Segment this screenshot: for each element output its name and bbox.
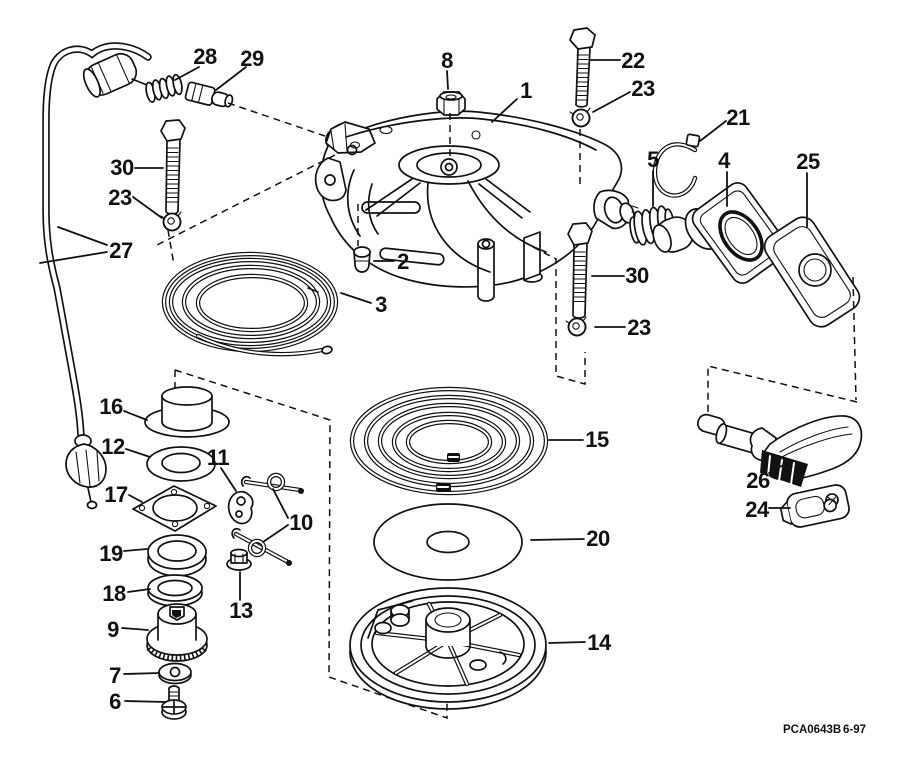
assembly-dashed-lines xyxy=(154,102,858,720)
callout-26: 26 xyxy=(746,468,770,493)
part-eclip-23-upper-right xyxy=(569,107,591,128)
part-friction-disc-20 xyxy=(373,503,523,581)
callout-13: 13 xyxy=(229,598,253,623)
part-hook-clip-21 xyxy=(652,133,701,198)
part-bolt-30-right xyxy=(567,222,593,319)
part-starter-handle-26 xyxy=(697,413,863,487)
callout-27: 27 xyxy=(109,238,133,263)
callout-21: 21 xyxy=(726,105,750,130)
part-nut-8 xyxy=(436,91,466,116)
part-plate-17 xyxy=(132,485,217,532)
part-hub-9 xyxy=(146,603,208,662)
part-pulley-14 xyxy=(349,587,547,710)
callout-8: 8 xyxy=(441,48,453,73)
callout-15: 15 xyxy=(585,427,609,452)
callout-11: 11 xyxy=(207,445,230,470)
part-ring-18 xyxy=(147,574,203,607)
part-eclip-23-left xyxy=(160,211,182,232)
callout-9: 9 xyxy=(107,617,119,642)
callout-4: 4 xyxy=(718,148,731,173)
diagram-code: PCA0643B xyxy=(783,724,841,736)
callout-17: 17 xyxy=(104,482,128,507)
part-screw-6 xyxy=(161,685,187,720)
part-bolt-22 xyxy=(569,27,596,108)
part-springs-10 xyxy=(231,472,304,566)
part-rope-anchor-24 xyxy=(779,484,850,528)
callout-16: 16 xyxy=(99,394,123,419)
part-ring-19 xyxy=(147,534,207,577)
callout-23-upper-right: 23 xyxy=(631,76,655,101)
part-cover-plate-25 xyxy=(763,216,861,328)
part-eclip-23-lower-right xyxy=(565,316,587,337)
callout-14: 14 xyxy=(587,630,612,655)
callout-leader-lines xyxy=(39,59,808,703)
part-washer-12 xyxy=(146,446,216,482)
diagram-date: 6-97 xyxy=(843,724,866,736)
callout-1: 1 xyxy=(520,78,532,103)
callout-2: 2 xyxy=(397,249,409,274)
part-washer-7 xyxy=(158,662,192,685)
part-starter-rope-3 xyxy=(161,251,339,357)
callout-30-right: 30 xyxy=(625,263,649,288)
part-seal-housing-4 xyxy=(652,182,789,284)
part-bushing-16 xyxy=(144,386,230,438)
part-pawl-11 xyxy=(227,490,254,525)
part-fitting-29 xyxy=(184,81,234,108)
callout-10: 10 xyxy=(289,510,313,535)
part-nut-13 xyxy=(226,548,252,571)
callout-5: 5 xyxy=(647,147,659,172)
callout-19: 19 xyxy=(99,541,123,566)
callout-20: 20 xyxy=(586,526,610,551)
callout-22: 22 xyxy=(621,48,645,73)
part-bolt-30-left xyxy=(160,119,186,215)
callout-28: 28 xyxy=(193,44,217,69)
part-recoil-spring-15 xyxy=(349,386,549,496)
callout-12: 12 xyxy=(101,434,125,459)
callout-30-left: 30 xyxy=(110,155,134,180)
callout-29: 29 xyxy=(240,46,264,71)
callout-18: 18 xyxy=(102,581,126,606)
callout-23-lower-right: 23 xyxy=(627,315,651,340)
callout-23-left: 23 xyxy=(108,185,132,210)
part-screw-2 xyxy=(353,246,371,273)
callout-7: 7 xyxy=(109,663,121,688)
callout-25: 25 xyxy=(796,149,820,174)
callout-6: 6 xyxy=(109,689,121,714)
part-starter-housing xyxy=(314,110,639,302)
callout-24: 24 xyxy=(745,497,770,522)
callout-3: 3 xyxy=(375,292,387,317)
